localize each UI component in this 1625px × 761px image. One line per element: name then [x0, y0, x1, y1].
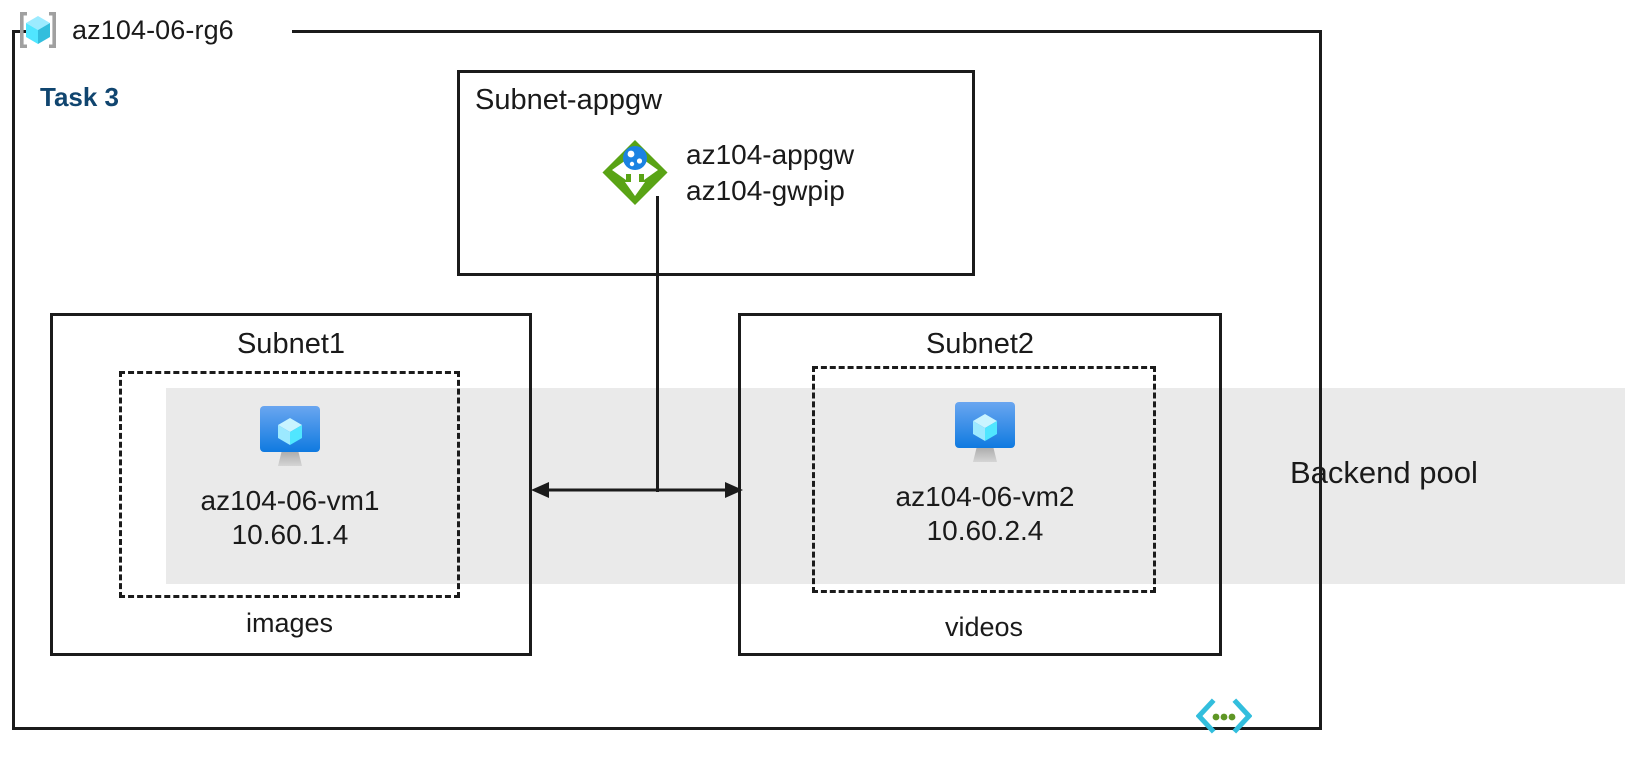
vm2-ip: 10.60.2.4: [926, 515, 1044, 546]
subnet-appgw-box: [457, 70, 975, 276]
appgw-vertical-connector: [656, 196, 659, 492]
resource-group-name: az104-06-rg6: [72, 14, 234, 45]
subnet1-vm-group: [119, 371, 460, 598]
application-gateway-icon: [598, 136, 672, 210]
resource-group-boundary: [12, 30, 1322, 730]
virtual-machine-icon: [947, 396, 1023, 468]
subnet2-vm-group: [812, 366, 1156, 593]
task-label: Task 3: [40, 82, 120, 112]
subnet1-caption: images: [245, 608, 334, 638]
application-gateway-node: az104-appgw az104-gwpip: [598, 136, 854, 210]
subnet2-box: [738, 313, 1222, 656]
backend-pool-label: Backend pool: [1290, 455, 1478, 490]
subnet2-caption: videos: [944, 612, 1024, 642]
vm-node-2: az104-06-vm2 10.60.2.4: [860, 396, 1110, 548]
subnet1-title: Subnet1: [236, 328, 346, 360]
subnet-link-arrow: [531, 476, 743, 504]
vm1-name: az104-06-vm1: [200, 485, 380, 516]
vm2-name: az104-06-vm2: [895, 481, 1075, 512]
resource-group-title-gap: [30, 16, 292, 48]
backend-pool-band: [166, 388, 1625, 584]
vm-node-1: az104-06-vm1 10.60.1.4: [165, 400, 415, 552]
appgw-resource-name: az104-appgw: [686, 139, 855, 170]
appgw-publicip-name: az104-gwpip: [686, 175, 845, 206]
subnet1-box: [50, 313, 532, 656]
vm1-ip: 10.60.1.4: [231, 519, 349, 550]
resource-group-icon: [14, 6, 62, 54]
virtual-machine-icon: [252, 400, 328, 472]
subnet2-title: Subnet2: [925, 328, 1035, 360]
subnet-appgw-title: Subnet-appgw: [475, 84, 663, 116]
application-gateway-labels: az104-appgw az104-gwpip: [686, 137, 854, 209]
resource-group-header: az104-06-rg6: [14, 6, 234, 54]
virtual-network-icon: [1195, 698, 1253, 734]
